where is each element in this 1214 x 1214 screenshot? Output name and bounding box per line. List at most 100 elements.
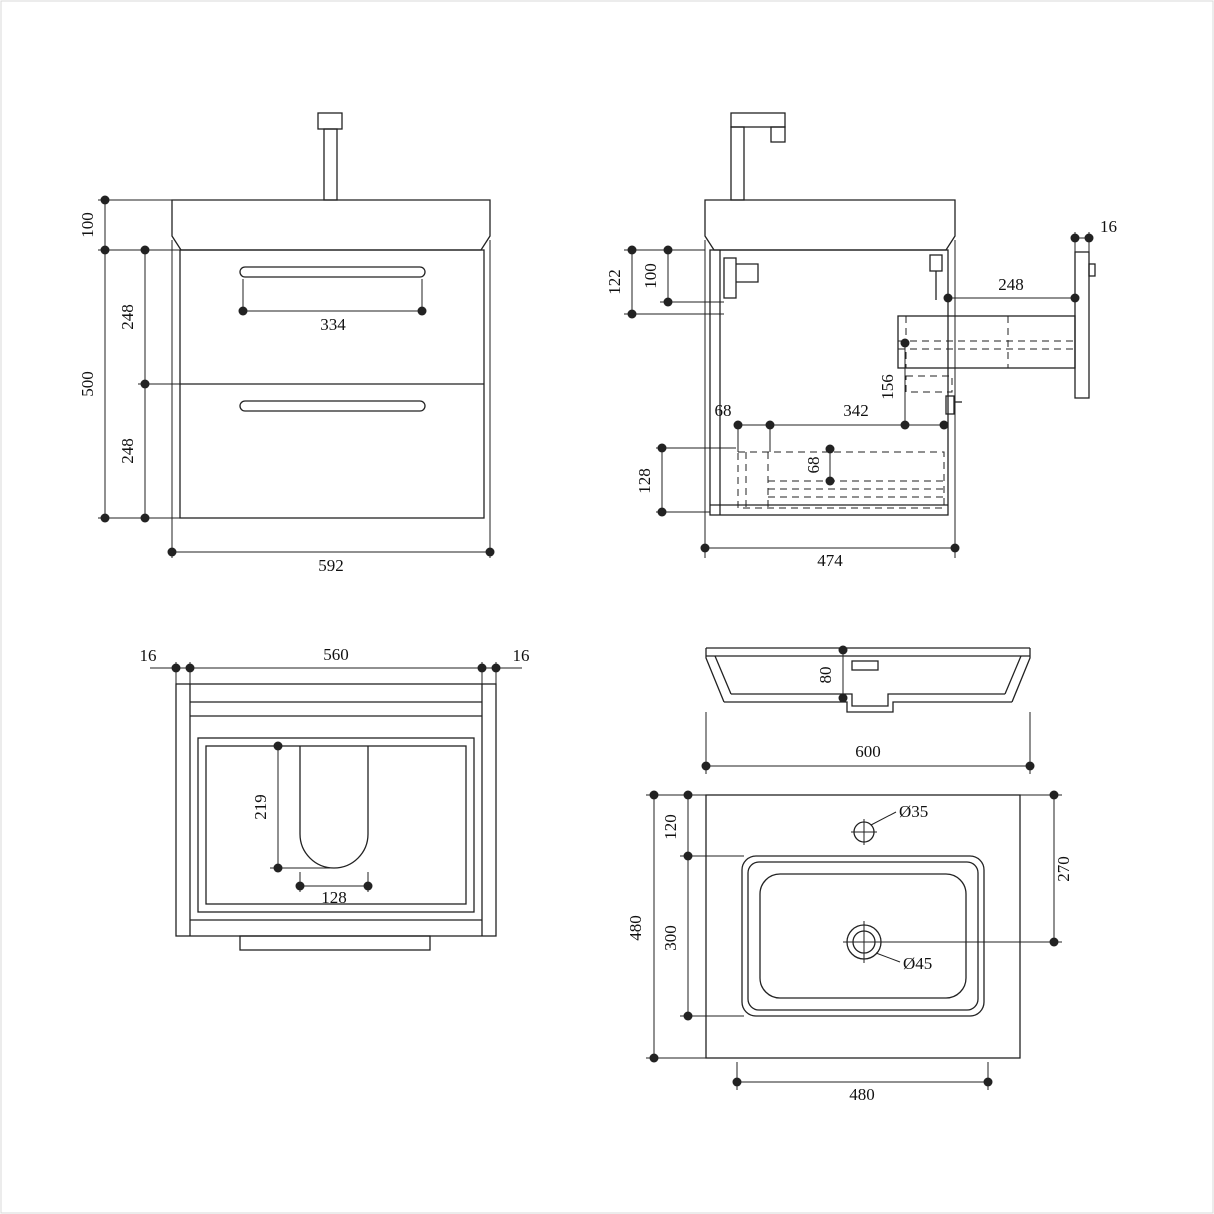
- dim-dot: [477, 663, 487, 673]
- drawer-box-outline: [897, 315, 1076, 369]
- bottom-tab: [239, 935, 431, 951]
- dim-label-basin-height: 80: [816, 667, 835, 684]
- basin-views: 80 600 Ø35 Ø45 120 300: [626, 645, 1073, 1104]
- dim-dot: [295, 881, 305, 891]
- dim-dot: [100, 513, 110, 523]
- dim-dot: [167, 547, 177, 557]
- dim-dot: [939, 420, 949, 430]
- basin-top-outline: [705, 794, 1021, 1059]
- dim-dot: [1025, 761, 1035, 771]
- basin-section-right-wall: [1011, 648, 1031, 703]
- basin-section-bowl-line: [731, 693, 1005, 707]
- overflow-slot: [851, 660, 879, 671]
- dim-dot: [649, 790, 659, 800]
- dim-label-bottom-drawer-height: 248: [118, 438, 137, 464]
- dim-label-basin-height: 100: [78, 212, 97, 238]
- leader-line: [870, 811, 897, 826]
- basin-section-right-inner: [1004, 655, 1022, 695]
- dim-dot: [273, 863, 283, 873]
- dim-dot: [171, 663, 181, 673]
- dim-label-tap-hole: Ø35: [899, 802, 928, 821]
- leader-line: [875, 952, 901, 963]
- tap-cap-outline: [317, 112, 343, 130]
- dim-dot: [273, 741, 283, 751]
- bowl-rim-inner: [747, 861, 979, 1011]
- dim-label-handle-width: 334: [320, 315, 346, 334]
- basin-section-left-inner: [714, 655, 732, 695]
- dim-dot: [701, 761, 711, 771]
- dim-label-panel-thickness: 16: [1100, 217, 1117, 236]
- bowl-rim-outer: [741, 855, 985, 1017]
- dim-dot: [1049, 790, 1059, 800]
- dim-dot: [838, 645, 848, 655]
- drawer-bottom-outer: [197, 737, 475, 913]
- dim-dot: [140, 513, 150, 523]
- dim-label-cutout-depth: 219: [251, 794, 270, 820]
- dim-dot: [733, 420, 743, 430]
- runner-mount: [945, 395, 955, 415]
- drawer-handle-tick: [1088, 263, 1096, 277]
- dim-dot: [657, 443, 667, 453]
- dim-dot: [627, 245, 637, 255]
- dim-dot: [983, 1077, 993, 1087]
- dim-dot: [1084, 233, 1094, 243]
- tap-stem-outline: [323, 128, 338, 201]
- dim-label-overall-width: 592: [318, 556, 344, 575]
- dim-dot: [100, 195, 110, 205]
- dim-label-internal-width: 560: [323, 645, 349, 664]
- dim-dot: [1070, 233, 1080, 243]
- dim-dot: [700, 543, 710, 553]
- cabinet-side-outline: [709, 249, 949, 516]
- dim-dot: [683, 851, 693, 861]
- dim-dot: [663, 297, 673, 307]
- dim-label-rail-spacing: 68: [804, 457, 823, 474]
- drawer-bottom-inner: [205, 745, 467, 905]
- dim-dot: [185, 663, 195, 673]
- dim-label-top-drawer-height: 248: [118, 304, 137, 330]
- basin-section-bottom: [724, 701, 1012, 713]
- side-view: 122 100 16 248 68 342 156: [605, 112, 1117, 570]
- dim-dot: [485, 547, 495, 557]
- dim-label-left-panel: 16: [140, 646, 157, 665]
- bowl-bottom-line: [759, 873, 967, 999]
- dim-label-hanger-offset-a: 122: [605, 269, 624, 295]
- tap-spout-outline: [730, 112, 786, 128]
- wall-bracket-hook: [736, 263, 759, 283]
- dim-dot: [140, 245, 150, 255]
- dim-dot: [657, 507, 667, 517]
- dim-dot: [838, 693, 848, 703]
- dim-label-overall-depth: 474: [817, 551, 843, 570]
- lower-drawer-hidden: [737, 451, 945, 509]
- front-view: 334 100 500 248 248 592: [78, 112, 495, 575]
- dim-dot: [1070, 293, 1080, 303]
- tap-tip-outline: [770, 126, 786, 143]
- plan-view: 16 560 16 219 128: [140, 645, 530, 951]
- dim-dot: [100, 245, 110, 255]
- dim-label-pullout-depth: 248: [998, 275, 1024, 294]
- basin-side-outline: [704, 199, 956, 251]
- dim-dot: [765, 420, 775, 430]
- runner-bracket-hidden: [905, 375, 953, 393]
- dim-label-basin-width: 600: [855, 742, 881, 761]
- dim-dot: [825, 444, 835, 454]
- wall-bracket: [723, 257, 737, 299]
- dim-dot: [825, 476, 835, 486]
- dim-label-rim-to-bowl: 120: [661, 814, 680, 840]
- dim-dot: [363, 881, 373, 891]
- dim-label-setback: 68: [715, 401, 732, 420]
- dim-label-base-height: 128: [635, 468, 654, 494]
- drawer-front-panel: [1074, 251, 1090, 399]
- dim-label-right-panel: 16: [513, 646, 530, 665]
- dim-label-cutout-width: 128: [321, 888, 347, 907]
- dim-dot: [900, 338, 910, 348]
- dim-label-bowl-width: 480: [849, 1085, 875, 1104]
- dim-dot: [417, 306, 427, 316]
- dim-dot: [491, 663, 501, 673]
- dim-label-bowl-length: 300: [661, 925, 680, 951]
- dim-label-hanger-offset-b: 100: [641, 263, 660, 289]
- dim-dot: [663, 245, 673, 255]
- dim-dot: [238, 306, 248, 316]
- basin-section-left-wall: [705, 648, 725, 703]
